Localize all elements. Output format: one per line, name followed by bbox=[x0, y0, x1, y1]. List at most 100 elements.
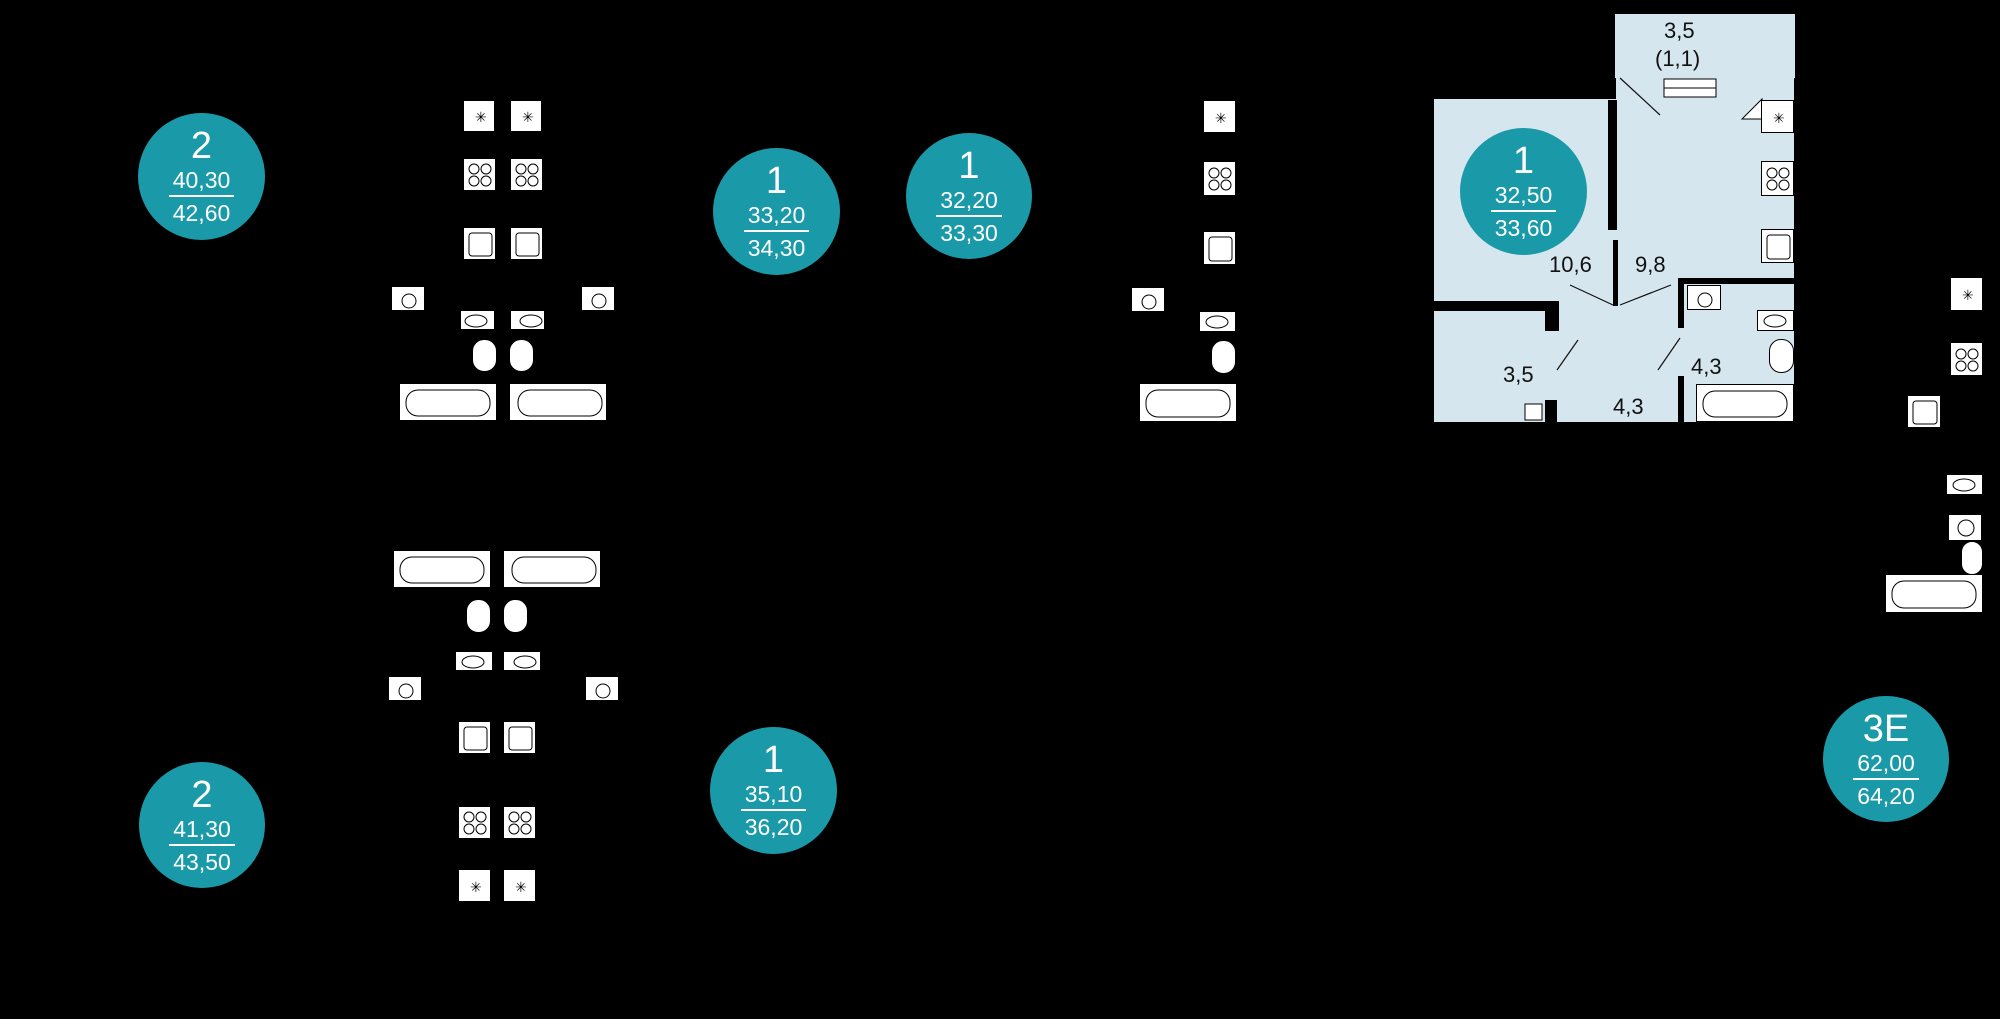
washbasin-icon bbox=[1757, 310, 1794, 331]
stove-icon: ✳ bbox=[510, 100, 542, 132]
toilet-icon bbox=[503, 599, 528, 633]
balcony-area-label: 3,5 bbox=[1664, 18, 1695, 43]
living-area: 33,20 bbox=[743, 202, 810, 232]
sink-icon bbox=[1761, 229, 1794, 263]
washbasin-icon bbox=[503, 651, 541, 671]
apartment-badge[interactable]: 1 33,20 34,30 bbox=[713, 148, 840, 275]
room-area-label: 10,6 bbox=[1549, 252, 1592, 277]
sink-icon bbox=[1907, 395, 1941, 428]
apartment-badge[interactable]: 3E 62,00 64,20 bbox=[1823, 696, 1949, 822]
hall-area-label: 3,5 bbox=[1503, 362, 1534, 387]
total-area: 42,60 bbox=[172, 200, 231, 226]
living-area: 41,30 bbox=[169, 816, 235, 846]
living-area: 35,10 bbox=[740, 781, 807, 811]
room-count: 3E bbox=[1862, 707, 1910, 750]
hob-icon bbox=[1761, 161, 1794, 196]
bathtub-icon bbox=[1885, 574, 1983, 613]
wall bbox=[1434, 301, 1559, 311]
wall bbox=[1545, 400, 1557, 422]
corridor-area-label: 4,3 bbox=[1613, 394, 1644, 419]
stove-icon: ✳ bbox=[1950, 277, 1983, 311]
washing-machine-icon bbox=[1131, 287, 1165, 312]
kitchen-area-label: 9,8 bbox=[1635, 252, 1666, 277]
room-count: 1 bbox=[958, 144, 980, 187]
apartment-badge[interactable]: 2 41,30 43,50 bbox=[139, 762, 265, 888]
bathroom-area-label: 4,3 bbox=[1691, 354, 1722, 379]
toilet-icon bbox=[509, 339, 534, 372]
toilet-icon bbox=[466, 599, 491, 633]
stove-icon: ✳ bbox=[1203, 100, 1236, 133]
bathtub-icon bbox=[1139, 383, 1237, 422]
room-count: 1 bbox=[765, 160, 788, 202]
svg-text:✳: ✳ bbox=[475, 110, 487, 126]
sink-icon bbox=[510, 227, 543, 260]
washing-machine-icon bbox=[391, 286, 425, 311]
living-area: 40,30 bbox=[168, 167, 235, 197]
toilet-icon bbox=[1769, 339, 1794, 373]
apartment-badge[interactable]: 1 32,50 33,60 bbox=[1460, 128, 1587, 255]
stove-icon: ✳ bbox=[503, 869, 536, 902]
bathtub-icon bbox=[1696, 384, 1794, 422]
hob-icon bbox=[503, 806, 536, 839]
balcony-area bbox=[1615, 14, 1795, 78]
room-count: 1 bbox=[762, 739, 785, 781]
bathtub-icon bbox=[399, 383, 497, 421]
svg-text:✳: ✳ bbox=[1962, 288, 1974, 304]
washbasin-icon bbox=[1946, 474, 1983, 495]
sink-icon bbox=[503, 721, 536, 754]
svg-text:✳: ✳ bbox=[470, 880, 482, 896]
wall bbox=[1613, 240, 1618, 306]
room-count: 2 bbox=[191, 773, 213, 816]
apartment-badge[interactable]: 2 40,30 42,60 bbox=[138, 113, 265, 240]
hob-icon bbox=[510, 158, 543, 191]
bathtub-icon bbox=[503, 550, 601, 588]
total-area: 33,60 bbox=[1494, 215, 1553, 241]
living-area: 32,20 bbox=[936, 187, 1002, 217]
total-area: 33,30 bbox=[940, 219, 998, 246]
wall bbox=[1608, 100, 1617, 230]
sink-icon bbox=[1203, 231, 1236, 265]
wall bbox=[1545, 301, 1559, 331]
total-area: 36,20 bbox=[744, 814, 803, 840]
svg-text:✳: ✳ bbox=[1773, 111, 1785, 127]
bathtub-icon bbox=[393, 550, 491, 588]
stove-icon: ✳ bbox=[1761, 100, 1794, 133]
svg-text:✳: ✳ bbox=[1215, 111, 1227, 127]
washbasin-icon bbox=[1199, 311, 1236, 332]
washbasin-icon bbox=[455, 651, 493, 671]
sink-icon bbox=[463, 227, 496, 260]
balcony-reduced-label: (1,1) bbox=[1655, 46, 1701, 71]
wall bbox=[1678, 278, 1794, 284]
toilet-icon bbox=[472, 339, 497, 372]
hob-icon bbox=[1203, 161, 1236, 196]
wall bbox=[1678, 278, 1684, 328]
total-area: 34,30 bbox=[747, 235, 806, 261]
svg-text:✳: ✳ bbox=[515, 880, 527, 896]
living-area: 62,00 bbox=[1853, 750, 1919, 780]
apartment-badge[interactable]: 1 35,10 36,20 bbox=[710, 727, 837, 854]
room-count: 2 bbox=[190, 125, 213, 167]
washbasin-icon bbox=[510, 310, 545, 330]
total-area: 64,20 bbox=[1857, 782, 1915, 809]
apartment-badge[interactable]: 1 32,20 33,30 bbox=[906, 133, 1032, 259]
bathtub-icon bbox=[509, 383, 607, 421]
room-count: 1 bbox=[1512, 140, 1535, 182]
hob-icon bbox=[458, 806, 491, 839]
toilet-icon bbox=[1211, 340, 1236, 374]
washbasin-icon bbox=[460, 310, 495, 330]
toilet-icon bbox=[1961, 541, 1983, 575]
wall bbox=[1678, 376, 1684, 422]
stove-icon: ✳ bbox=[458, 869, 491, 902]
hob-icon bbox=[1950, 342, 1983, 376]
washing-machine-icon bbox=[388, 676, 422, 701]
living-area: 32,50 bbox=[1490, 182, 1557, 212]
total-area: 43,50 bbox=[173, 848, 231, 875]
washing-machine-icon bbox=[1687, 285, 1721, 310]
svg-text:✳: ✳ bbox=[522, 110, 534, 126]
hob-icon bbox=[463, 158, 496, 191]
washing-machine-icon bbox=[1948, 514, 1982, 541]
washing-machine-icon bbox=[581, 286, 615, 311]
washing-machine-icon bbox=[585, 676, 619, 701]
sink-icon bbox=[458, 721, 491, 754]
stove-icon: ✳ bbox=[463, 100, 495, 132]
